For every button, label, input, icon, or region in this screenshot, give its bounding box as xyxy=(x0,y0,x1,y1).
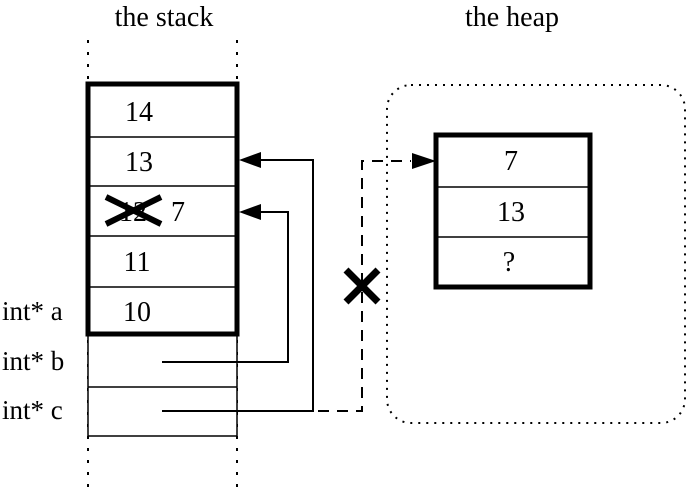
heap-title: the heap xyxy=(465,2,559,33)
heap-cell-value: ? xyxy=(503,247,515,278)
pointer-label-a: int* a xyxy=(2,296,63,326)
pointer-b-line xyxy=(162,211,289,363)
stack-title: the stack xyxy=(115,2,214,33)
cross-out-x-mark-cell xyxy=(104,194,163,227)
dangling-link-dashed-line xyxy=(318,160,411,412)
heap-object-frame xyxy=(433,132,593,290)
pointer-c-line xyxy=(162,159,314,412)
pointer-c-arrowhead xyxy=(239,152,261,168)
heap-cell-value: 7 xyxy=(504,146,518,177)
severed-link-x-mark xyxy=(343,267,381,305)
dangling-link-arrowhead xyxy=(412,153,436,169)
stack-cell-value: 13 xyxy=(125,147,153,178)
stack-frame xyxy=(85,81,240,337)
stack-cell-value: 11 xyxy=(124,247,151,278)
stack-region: the stack 14 13 12 7 11 10 int* a int* b xyxy=(2,2,240,488)
heap-region-outline xyxy=(386,84,686,424)
heap-cell-value: 13 xyxy=(497,197,525,228)
stack-vars-frame xyxy=(87,333,238,437)
stack-cell-replacement-value: 7 xyxy=(171,197,185,228)
stack-cell-value: 10 xyxy=(123,297,151,328)
pointer-b-arrowhead xyxy=(239,204,261,220)
heap-region: the heap 7 13 ? xyxy=(386,2,686,424)
stack-cell-value: 14 xyxy=(125,97,153,128)
pointer-label-b: int* b xyxy=(2,346,64,376)
pointer-label-c: int* c xyxy=(2,395,63,425)
pointer-arrows xyxy=(162,152,436,412)
